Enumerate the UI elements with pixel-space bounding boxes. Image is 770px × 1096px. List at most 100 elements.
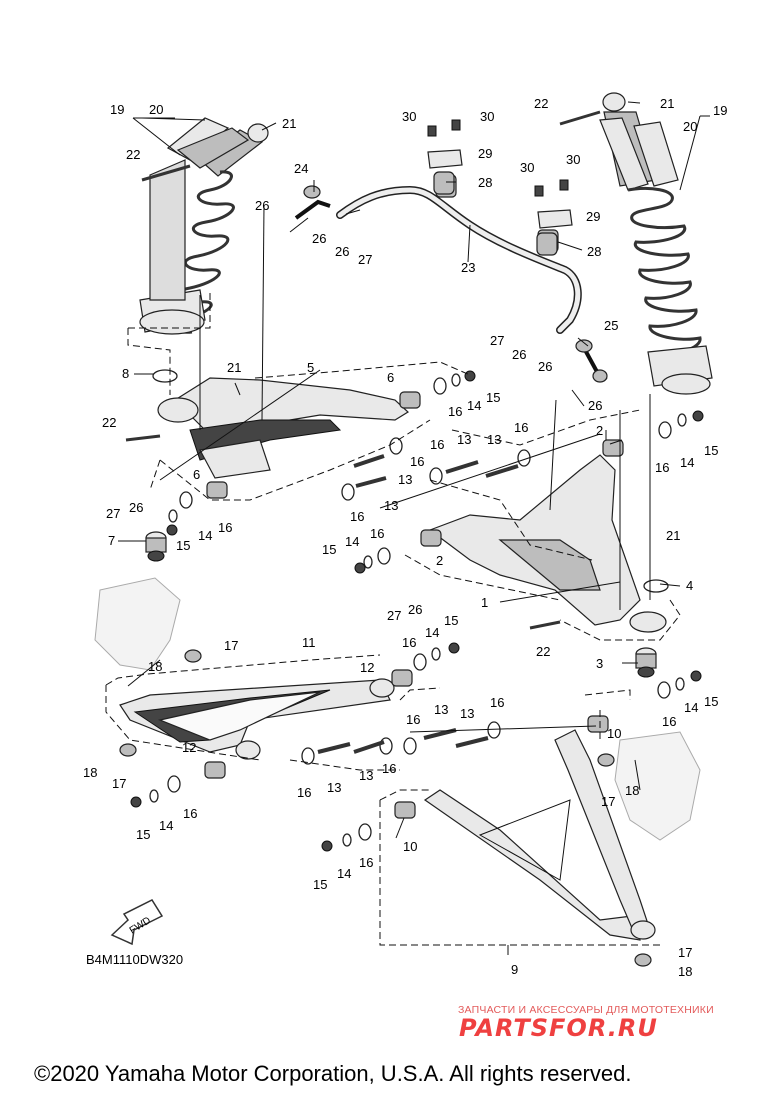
callout-16: 16	[430, 437, 444, 452]
nuts-15	[130, 370, 704, 852]
callout-16: 16	[382, 761, 396, 776]
callout-16: 16	[490, 695, 504, 710]
callout-7: 7	[108, 533, 115, 548]
bolt-30a	[427, 125, 437, 137]
callout-18: 18	[148, 659, 162, 674]
callout-1: 1	[481, 595, 488, 610]
callout-18: 18	[83, 765, 97, 780]
upper-arm-left	[157, 377, 409, 479]
left-shock-absorber	[139, 117, 269, 335]
bushings	[204, 391, 624, 819]
callout-26: 26	[588, 398, 602, 413]
callout-labels: 19 20 21 22 24 26 26 26 27 30 30 29 28 2…	[83, 96, 727, 979]
callout-15: 15	[444, 613, 458, 628]
callout-30: 30	[402, 109, 416, 124]
callout-9: 9	[511, 962, 518, 977]
copyright-notice: ©2020 Yamaha Motor Corporation, U.S.A. A…	[34, 1061, 632, 1086]
callout-14: 14	[337, 866, 351, 881]
callout-22: 22	[102, 415, 116, 430]
upper-arm-right	[428, 454, 667, 633]
callout-13: 13	[487, 432, 501, 447]
callout-13: 13	[434, 702, 448, 717]
callout-17: 17	[224, 638, 238, 653]
callout-16: 16	[514, 420, 528, 435]
callout-12: 12	[360, 660, 374, 675]
callout-22: 22	[534, 96, 548, 111]
callout-15: 15	[704, 443, 718, 458]
callout-16: 16	[350, 509, 364, 524]
callout-25: 25	[604, 318, 618, 333]
diagram-code: B4M1110DW320	[86, 952, 184, 967]
callout-14: 14	[467, 398, 481, 413]
callout-26: 26	[538, 359, 552, 374]
callout-21: 21	[666, 528, 680, 543]
bracket-29a	[427, 149, 463, 169]
callout-16: 16	[297, 785, 311, 800]
callout-2: 2	[436, 553, 443, 568]
callout-21: 21	[282, 116, 296, 131]
callout-18: 18	[678, 964, 692, 979]
bolt-30c	[534, 185, 544, 197]
callout-12: 12	[182, 740, 196, 755]
callout-10: 10	[403, 839, 417, 854]
watermark-tagline: ЗАПЧАСТИ И АКСЕССУАРЫ ДЛЯ МОТОТЕХНИКИ	[458, 1004, 714, 1016]
callout-29: 29	[478, 146, 492, 161]
callout-2: 2	[596, 423, 603, 438]
callout-4: 4	[686, 578, 693, 593]
callout-22: 22	[536, 644, 550, 659]
callout-6: 6	[387, 370, 394, 385]
callout-13: 13	[460, 706, 474, 721]
callout-16: 16	[370, 526, 384, 541]
knuckle-left	[94, 577, 181, 671]
callout-13: 13	[398, 472, 412, 487]
callout-15: 15	[486, 390, 500, 405]
callout-16: 16	[655, 460, 669, 475]
callout-15: 15	[176, 538, 190, 553]
leader-lines	[118, 101, 710, 955]
callout-21: 21	[227, 360, 241, 375]
callout-22: 22	[126, 147, 140, 162]
callout-5: 5	[307, 360, 314, 375]
callout-19: 19	[110, 102, 124, 117]
callout-27: 27	[490, 333, 504, 348]
callout-26: 26	[512, 347, 526, 362]
callout-14: 14	[159, 818, 173, 833]
callout-6: 6	[193, 467, 200, 482]
caps	[119, 649, 652, 967]
bracket-29b	[537, 209, 573, 229]
callout-14: 14	[345, 534, 359, 549]
callout-18: 18	[625, 783, 639, 798]
callout-13: 13	[327, 780, 341, 795]
bolts-22	[125, 110, 601, 630]
callout-13: 13	[457, 432, 471, 447]
callout-14: 14	[684, 700, 698, 715]
callout-16: 16	[218, 520, 232, 535]
lower-arm-right	[423, 729, 656, 941]
callout-29: 29	[586, 209, 600, 224]
callout-30: 30	[566, 152, 580, 167]
callout-13: 13	[384, 498, 398, 513]
callout-16: 16	[406, 712, 420, 727]
callout-16: 16	[662, 714, 676, 729]
fwd-arrow-icon: FWD	[110, 899, 164, 946]
callout-17: 17	[601, 794, 615, 809]
bolt-30b	[451, 119, 461, 131]
callout-30: 30	[480, 109, 494, 124]
washers-14	[149, 373, 687, 847]
callout-17: 17	[678, 945, 692, 960]
bolts-13	[317, 454, 519, 754]
callout-14: 14	[198, 528, 212, 543]
bushing-28a	[433, 171, 455, 195]
washers-16	[167, 377, 672, 841]
callout-27: 27	[358, 252, 372, 267]
callout-8: 8	[122, 366, 129, 381]
callout-13: 13	[359, 768, 373, 783]
callout-15: 15	[322, 542, 336, 557]
callout-27: 27	[106, 506, 120, 521]
callout-19: 19	[713, 103, 727, 118]
callout-28: 28	[478, 175, 492, 190]
bolt-30d	[559, 179, 569, 191]
stabilizer-link-24	[294, 199, 331, 220]
right-shock-absorber	[599, 92, 713, 395]
